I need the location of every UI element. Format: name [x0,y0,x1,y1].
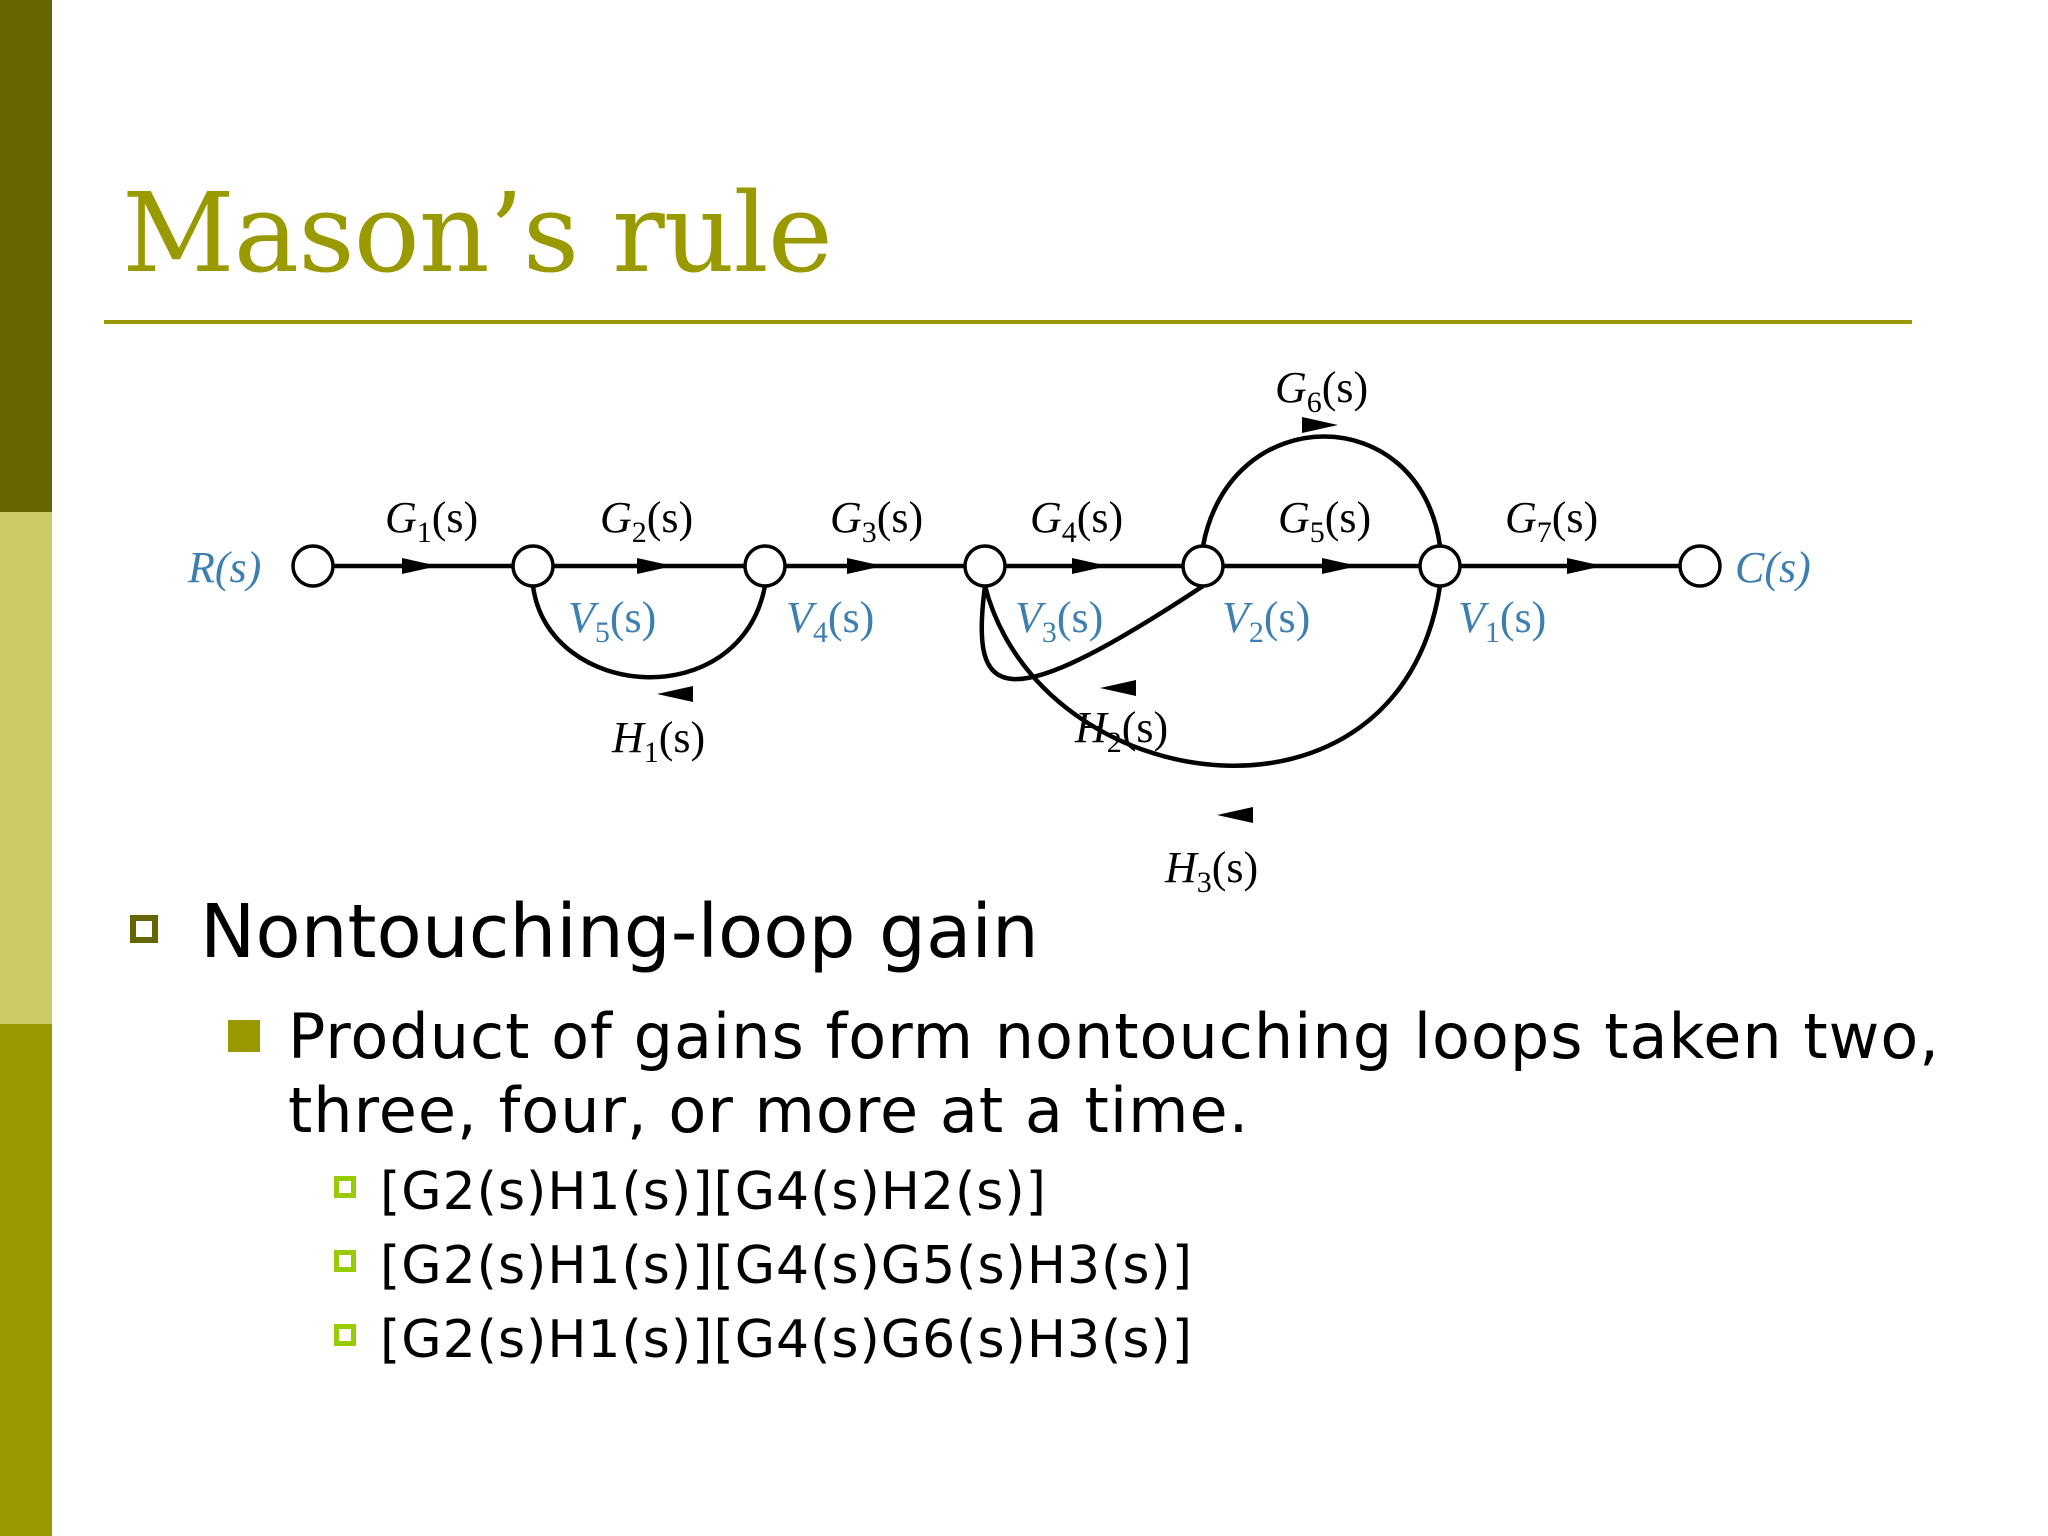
forward-arrow [847,558,883,574]
branch-gain-label: G6(s) [1275,363,1368,419]
feedback-gain-label: H3(s) [1164,843,1258,899]
forward-gain-label: G2(s) [600,493,693,549]
signal-node [1181,544,1225,588]
feedback-arrow [1217,807,1253,823]
output-label: C(s) [1735,543,1811,592]
loop-h1 [530,585,768,680]
signal-flow-graph: R(s) C(s) G1(s) G2(s) G3(s) G4(s) G5(s) G7(s) G6… [187,363,1811,899]
forward-gain-label: G5(s) [1278,493,1371,549]
input-label: R(s) [187,543,261,592]
forward-arrow [402,558,438,574]
branch-g6 [1200,434,1443,547]
signal-node [511,544,555,588]
forward-gain-label: G1(s) [385,493,478,549]
node-signal-label: V5(s) [568,593,656,649]
signal-node [743,544,787,588]
node-signal-label: V4(s) [786,593,874,649]
bullet-level3-text: [G2(s)H1(s)][G4(s)G6(s)H3(s)] [380,1310,1193,1370]
output-node [1678,544,1722,588]
feedback-arrow [657,686,693,702]
bullet-level2-text: Product of gains form nontouching loops … [288,1000,1941,1147]
forward-arrow [1072,558,1108,574]
branch-arrow [1302,417,1338,433]
forward-arrow [1567,558,1603,574]
forward-gain-label: G4(s) [1030,493,1123,549]
bullet-filled-square-icon [228,1020,260,1052]
bullet-small-square-icon [334,1250,356,1272]
signal-node [963,544,1007,588]
forward-arrow [1322,558,1358,574]
bullet-square-icon [130,915,158,943]
bullet-level3-text: [G2(s)H1(s)][G4(s)H2(s)] [380,1162,1047,1222]
loop-h3 [982,585,1443,768]
bullet-level1-text: Nontouching-loop gain [200,889,1039,975]
signal-node [1418,544,1462,588]
feedback-arrow [1100,680,1136,696]
feedback-gain-label: H1(s) [611,713,705,769]
node-signal-label: V2(s) [1222,593,1310,649]
node-signal-label: V1(s) [1458,593,1546,649]
side-bar-bottom [0,1024,52,1536]
bullet-small-square-icon [334,1324,356,1346]
bullet-level3-text: [G2(s)H1(s)][G4(s)G5(s)H3(s)] [380,1236,1193,1296]
loop-h2 [979,584,1205,682]
forward-arrow [637,558,673,574]
title-underline [104,320,1912,324]
side-bar-top [0,0,52,512]
side-bar-middle [0,512,52,1024]
bullet-small-square-icon [334,1176,356,1198]
feedback-gain-label: H2(s) [1074,703,1168,759]
forward-gain-label: G3(s) [830,493,923,549]
input-node [291,544,335,588]
node-signal-label: V3(s) [1015,593,1103,649]
slide-title: Mason’s rule [122,169,833,297]
forward-gain-label: G7(s) [1505,493,1598,549]
